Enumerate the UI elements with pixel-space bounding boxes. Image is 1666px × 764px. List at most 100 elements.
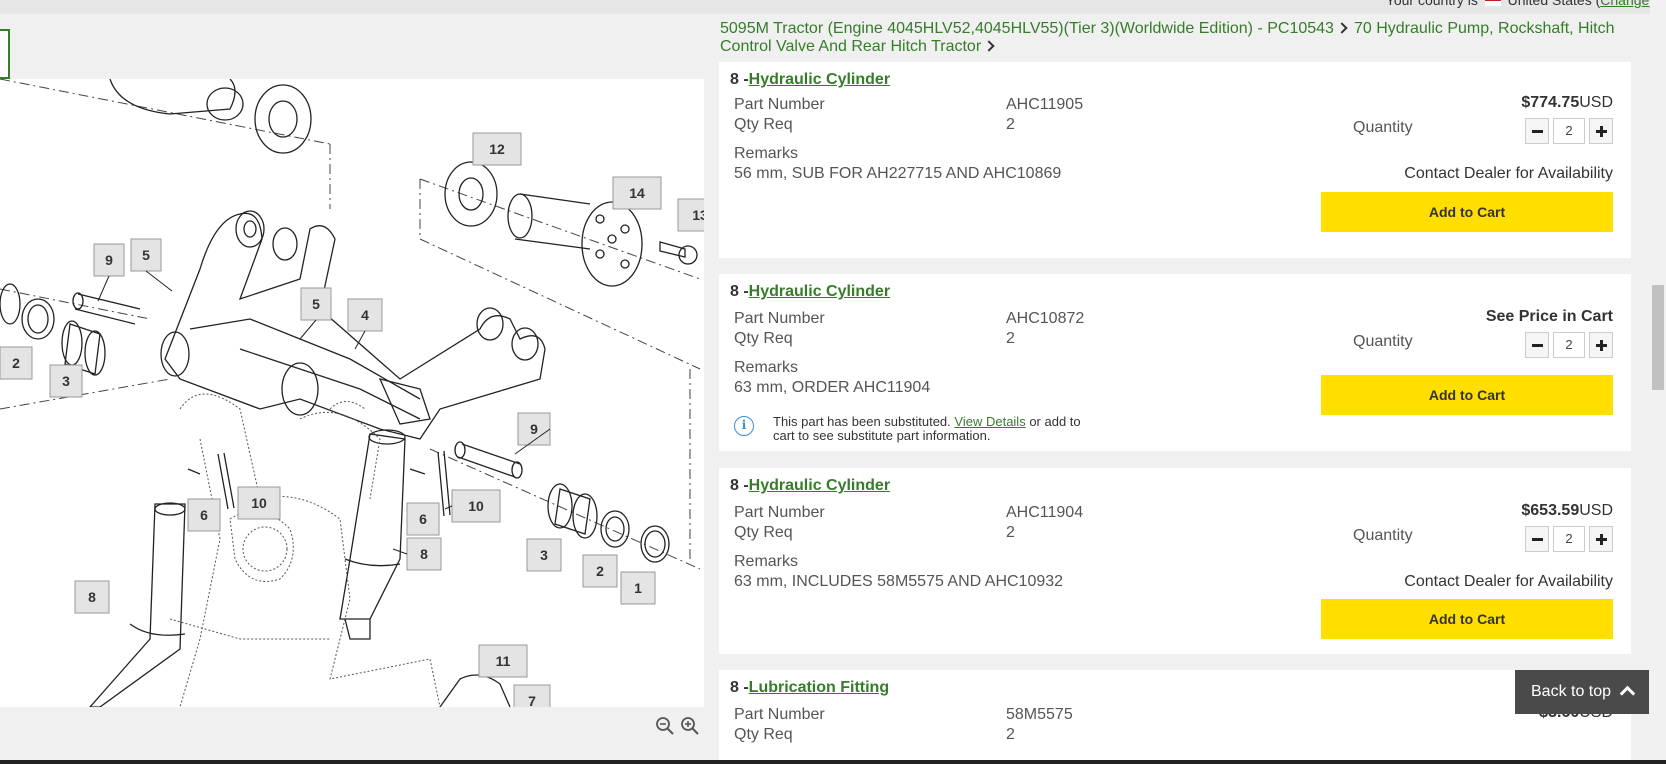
part-number-value: AHC10872: [1006, 310, 1085, 327]
country-name: United States: [1507, 0, 1592, 8]
quantity-input[interactable]: 2: [1553, 332, 1585, 358]
callout-12: 12: [472, 132, 522, 166]
remarks-value: 63 mm, ORDER AHC11904: [734, 379, 931, 396]
quantity-input[interactable]: 2: [1553, 526, 1585, 552]
quantity-label: Quantity: [1353, 527, 1413, 544]
view-details-link[interactable]: View Details: [954, 414, 1026, 429]
parts-list-panel: 5095M Tractor (Engine 4045HLV52,4045HLV5…: [719, 14, 1643, 764]
zoom-out-icon[interactable]: [655, 716, 675, 736]
qty-req-label: Qty Req: [734, 726, 793, 743]
callout-9-right: 9: [517, 412, 551, 446]
svg-text:8: 8: [88, 589, 96, 605]
decrement-button[interactable]: [1525, 118, 1549, 144]
substitution-notice: i This part has been substituted. View D…: [734, 415, 1114, 445]
callout-10-left: 10: [237, 486, 281, 520]
part-title: 8 -Hydraulic Cylinder: [730, 477, 891, 494]
part-number-value: AHC11905: [1006, 96, 1084, 113]
remarks-label: Remarks: [734, 359, 799, 376]
us-flag-icon: [1484, 0, 1501, 7]
remarks-value: 56 mm, SUB FOR AH227715 AND AHC10869: [734, 165, 1062, 182]
increment-button[interactable]: [1589, 332, 1613, 358]
svg-text:8: 8: [420, 546, 428, 562]
callout-10-right: 10: [451, 489, 501, 523]
callout-11: 11: [478, 644, 528, 678]
svg-text:3: 3: [540, 547, 548, 563]
quantity-stepper: 2: [1525, 526, 1613, 552]
svg-text:6: 6: [200, 507, 208, 523]
increment-button[interactable]: [1589, 526, 1613, 552]
qty-req-value: 2: [1006, 116, 1015, 133]
part-name-link[interactable]: Hydraulic Cylinder: [748, 283, 891, 300]
callout-6-left: 6: [187, 498, 221, 532]
add-to-cart-button[interactable]: Add to Cart: [1321, 599, 1613, 639]
add-to-cart-button[interactable]: Add to Cart: [1321, 375, 1613, 415]
part-name-link[interactable]: Lubrication Fitting: [748, 679, 890, 696]
remarks-label: Remarks: [734, 145, 799, 162]
increment-button[interactable]: [1589, 118, 1613, 144]
callout-8-left: 8: [74, 580, 110, 614]
panel-toggle-button[interactable]: [0, 29, 10, 79]
callout-14: 14: [612, 176, 662, 210]
bottom-edge: [0, 760, 1666, 764]
availability-text: Contact Dealer for Availability: [1404, 165, 1613, 182]
callout-5-mid: 5: [300, 287, 332, 321]
svg-text:4: 4: [361, 307, 369, 323]
scrollbar-thumb[interactable]: [1652, 285, 1664, 390]
part-card: 8 -Hydraulic Cylinder Part Number AHC119…: [719, 62, 1631, 258]
part-number-label: Part Number: [734, 96, 825, 113]
remarks-value: 63 mm, INCLUDES 58M5575 AND AHC10932: [734, 573, 1064, 590]
qty-req-label: Qty Req: [734, 524, 793, 541]
back-to-top-button[interactable]: Back to top: [1515, 670, 1649, 714]
svg-text:7: 7: [528, 693, 536, 707]
chevron-up-icon: [1619, 685, 1636, 702]
quantity-stepper: 2: [1525, 332, 1613, 358]
top-bar: Your country is United States (Change): [0, 0, 1666, 14]
part-number-label: Part Number: [734, 310, 825, 327]
svg-text:10: 10: [251, 495, 267, 511]
callout-2-left: 2: [0, 346, 33, 380]
svg-text:9: 9: [530, 421, 538, 437]
part-name-link[interactable]: Hydraulic Cylinder: [748, 71, 891, 88]
zoom-in-icon[interactable]: [680, 716, 700, 736]
qty-req-label: Qty Req: [734, 116, 793, 133]
callout-5-left: 5: [130, 238, 162, 272]
change-country-link[interactable]: Change: [1600, 0, 1650, 8]
breadcrumb-section-link[interactable]: 70 Hydraulic Pump, Rockshaft, Hitch Cont…: [720, 20, 1615, 55]
part-title: 8 -Lubrication Fitting: [730, 679, 890, 696]
svg-text:5: 5: [142, 247, 150, 263]
chevron-right-icon: [983, 40, 995, 52]
country-indicator: Your country is United States (Change): [1386, 0, 1654, 8]
quantity-input[interactable]: 2: [1553, 118, 1585, 144]
qty-req-value: 2: [1006, 330, 1015, 347]
add-to-cart-button[interactable]: Add to Cart: [1321, 192, 1613, 232]
part-card: 8 -Lubrication Fitting Part Number 58M55…: [719, 670, 1631, 764]
callout-2-right: 2: [582, 554, 618, 588]
parts-diagram[interactable]: 12 14 13 9 5 5 4 2 3 9 10 6 6 10 8 3 2 1…: [0, 79, 704, 707]
svg-text:2: 2: [12, 355, 20, 371]
callout-8-right: 8: [406, 537, 442, 571]
svg-text:13: 13: [692, 207, 704, 223]
svg-text:10: 10: [468, 498, 484, 514]
decrement-button[interactable]: [1525, 526, 1549, 552]
chevron-right-icon: [1336, 22, 1348, 34]
svg-text:1: 1: [634, 580, 642, 596]
callout-1: 1: [620, 571, 656, 605]
svg-text:5: 5: [312, 296, 320, 312]
qty-req-value: 2: [1006, 726, 1015, 743]
info-icon: i: [734, 416, 754, 436]
callout-4: 4: [347, 298, 383, 332]
part-card: 8 -Hydraulic Cylinder Part Number AHC119…: [719, 468, 1631, 654]
part-name-link[interactable]: Hydraulic Cylinder: [748, 477, 891, 494]
callout-7: 7: [513, 684, 551, 707]
decrement-button[interactable]: [1525, 332, 1549, 358]
parts-diagram-drawing: 12 14 13 9 5 5 4 2 3 9 10 6 6 10 8 3 2 1…: [0, 79, 704, 707]
diagram-panel: 12 14 13 9 5 5 4 2 3 9 10 6 6 10 8 3 2 1…: [0, 14, 711, 764]
part-number-label: Part Number: [734, 706, 825, 723]
quantity-label: Quantity: [1353, 333, 1413, 350]
part-number-value: 58M5575: [1006, 706, 1073, 723]
scrollbar[interactable]: [1650, 0, 1666, 764]
see-price-in-cart: See Price in Cart: [1485, 308, 1613, 325]
breadcrumb-model-link[interactable]: 5095M Tractor (Engine 4045HLV52,4045HLV5…: [720, 20, 1334, 37]
breadcrumb: 5095M Tractor (Engine 4045HLV52,4045HLV5…: [720, 20, 1640, 56]
svg-text:6: 6: [419, 511, 427, 527]
